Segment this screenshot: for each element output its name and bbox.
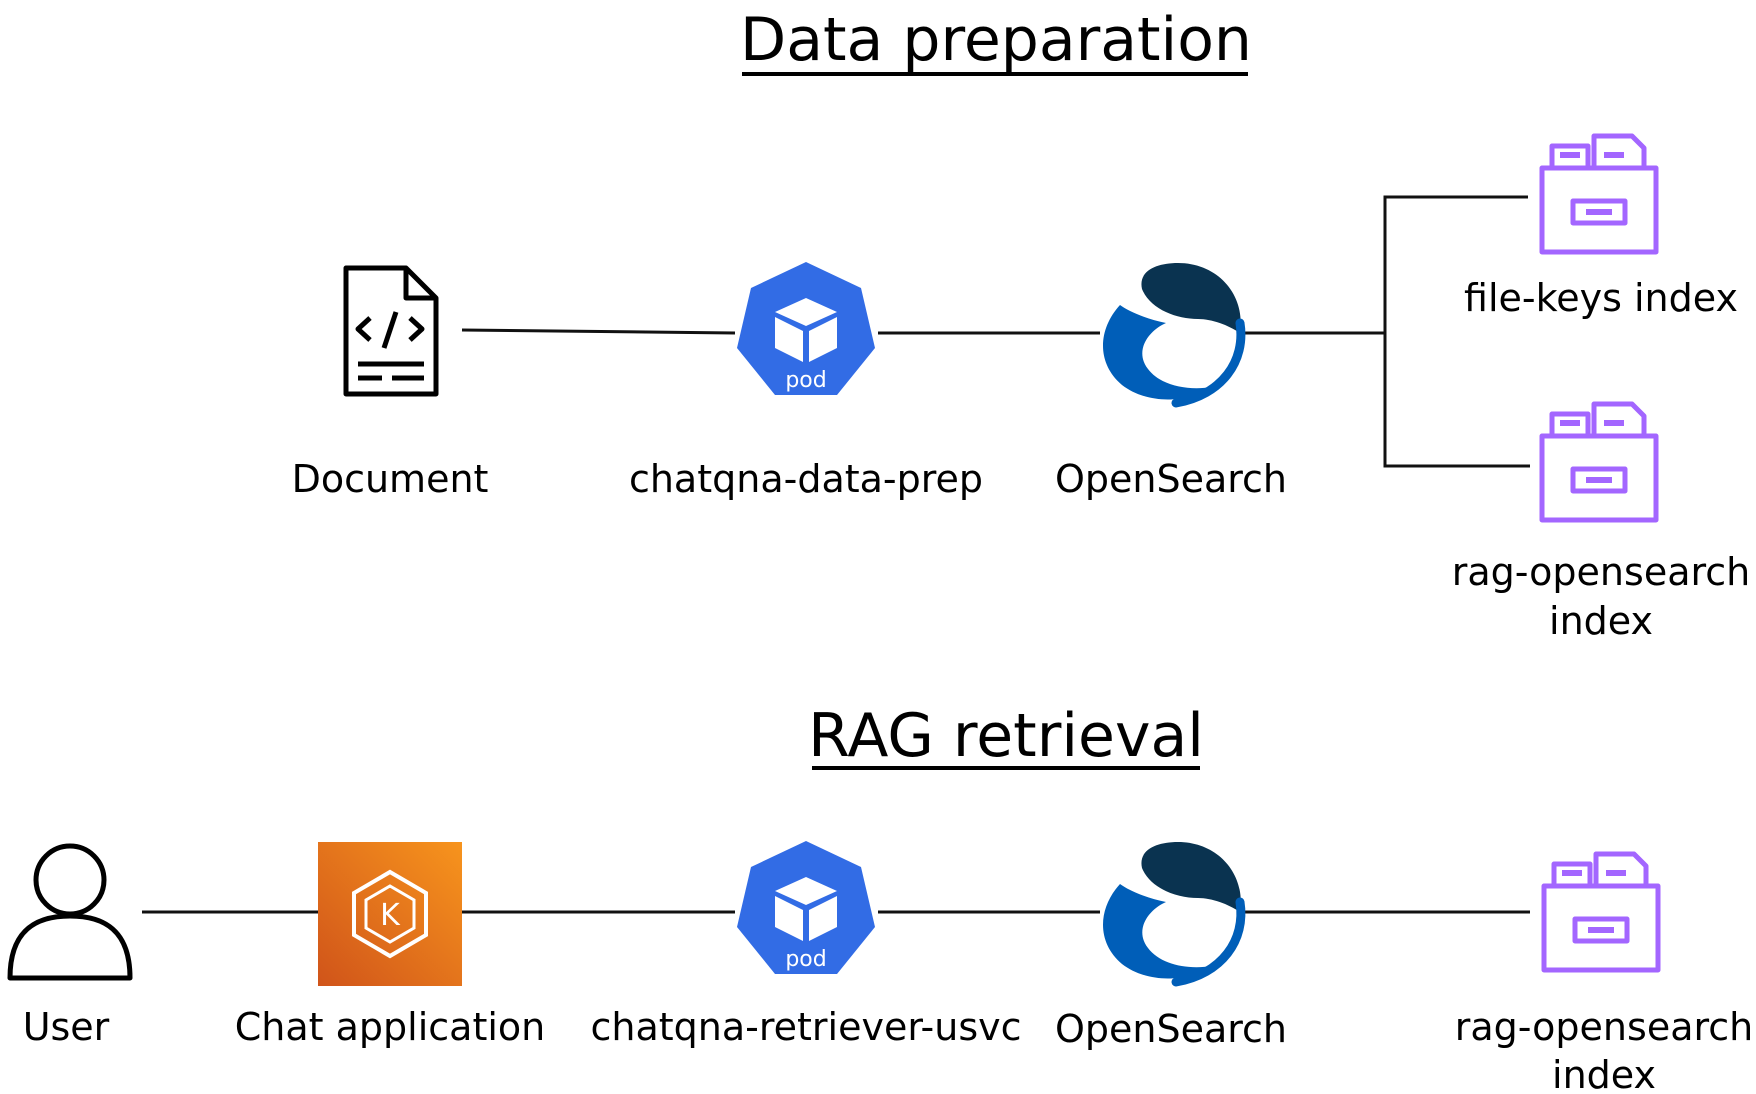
document-code-icon: [343, 265, 439, 397]
pod-badge: pod: [785, 368, 826, 393]
section-title-rag: RAG retrieval: [808, 701, 1204, 771]
eks-icon: K: [318, 842, 462, 986]
label-rag-opensearch-index-line2: index: [1549, 599, 1653, 643]
index-cabinet-icon: [1542, 136, 1656, 252]
label-opensearch-data-prep: OpenSearch: [1055, 457, 1287, 501]
kubernetes-pod-icon: pod: [737, 262, 875, 395]
opensearch-logo-icon: [1103, 842, 1241, 982]
label-chat-application: Chat application: [235, 1005, 546, 1049]
label-opensearch-rag: OpenSearch: [1055, 1007, 1287, 1051]
label-user: User: [23, 1005, 110, 1049]
eks-k-badge: K: [380, 898, 401, 933]
label-chatqna-retriever-usvc: chatqna-retriever-usvc: [590, 1005, 1021, 1049]
kubernetes-pod-icon: pod: [737, 841, 875, 974]
label-file-keys-index: file-keys index: [1464, 276, 1738, 320]
section-rag-retrieval: RAG retrieval User K Chat application po…: [7, 701, 1754, 1094]
section-title-data-prep: Data preparation: [740, 5, 1252, 75]
label-rag-opensearch-index-rag-line2: index: [1552, 1053, 1656, 1094]
label-chatqna-data-prep: chatqna-data-prep: [629, 457, 983, 501]
connector-document-to-pod: [461, 328, 736, 335]
index-cabinet-icon: [1544, 854, 1658, 970]
connector-branch-to-indexes: [1383, 195, 1530, 468]
label-document: Document: [292, 457, 489, 501]
user-icon: [7, 843, 133, 981]
label-rag-opensearch-index-line1: rag-opensearch: [1452, 550, 1751, 594]
label-rag-opensearch-index-rag-line1: rag-opensearch: [1455, 1005, 1754, 1049]
pod-badge: pod: [785, 947, 826, 972]
opensearch-logo-icon: [1103, 263, 1241, 403]
index-cabinet-icon: [1542, 404, 1656, 520]
section-data-preparation: Data preparation Document pod chatqna-da…: [292, 5, 1751, 643]
